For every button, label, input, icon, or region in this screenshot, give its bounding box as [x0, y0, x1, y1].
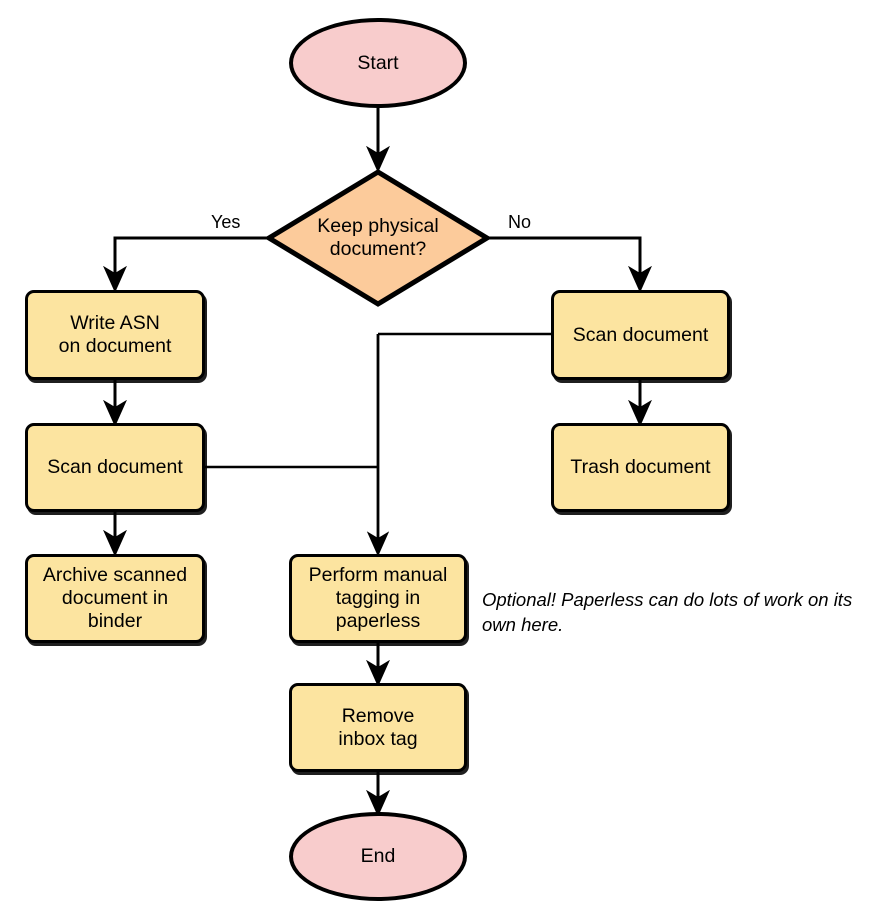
- annotation-optional-note: Optional! Paperless can do lots of work …: [482, 589, 853, 635]
- edge-decision-no-to-scan-right: [489, 236, 652, 293]
- node-end-label: End: [360, 845, 396, 867]
- node-scan-document-right-label: Scan document: [572, 323, 709, 346]
- edge-label-no: No: [508, 212, 532, 232]
- node-perform-manual-tagging-label: Perform manual tagging in paperless: [308, 564, 448, 632]
- edge-label-yes: Yes: [211, 212, 241, 232]
- decision-diamond-shape: [264, 169, 492, 307]
- node-scan-document-left-label: Scan document: [47, 456, 183, 478]
- node-decision-label: Keep physical document?: [317, 215, 439, 260]
- node-trash-document-label: Trash document: [570, 456, 711, 478]
- node-remove-inbox-tag[interactable]: Remove inbox tag: [289, 683, 467, 772]
- node-decision[interactable]: Keep physical document?: [264, 168, 492, 308]
- node-start-label: Start: [357, 51, 399, 74]
- node-archive-scanned-document[interactable]: Archive scanned document in binder: [25, 554, 205, 643]
- node-trash-document[interactable]: Trash document: [551, 423, 730, 512]
- node-end[interactable]: End: [289, 812, 467, 901]
- node-archive-scanned-document-label: Archive scanned document in binder: [42, 564, 188, 632]
- edge-decision-yes-to-write-asn: [103, 236, 267, 293]
- node-write-asn-label: Write ASN on document: [58, 312, 172, 357]
- node-start[interactable]: Start: [289, 18, 467, 108]
- node-perform-manual-tagging[interactable]: Perform manual tagging in paperless: [289, 554, 467, 643]
- node-remove-inbox-tag-label: Remove inbox tag: [338, 704, 418, 750]
- node-scan-document-right[interactable]: Scan document: [551, 290, 730, 380]
- node-scan-document-left[interactable]: Scan document: [25, 423, 205, 512]
- node-write-asn[interactable]: Write ASN on document: [25, 290, 205, 380]
